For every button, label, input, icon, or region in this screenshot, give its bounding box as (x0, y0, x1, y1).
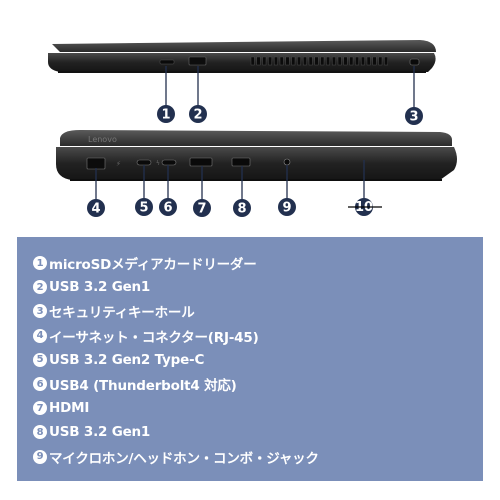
usb-c-port-2 (161, 159, 177, 166)
vent-slot (337, 56, 342, 66)
legend-number-badge: 9 (33, 449, 47, 464)
svg-text:1: 1 (161, 108, 170, 123)
vent-slot (366, 56, 371, 66)
vent-slot (349, 56, 354, 66)
svg-text:3: 3 (409, 110, 418, 125)
laptop-figure: 1 2 3 Lenovo ⚡ ϟ 4 5 6 (48, 40, 457, 217)
svg-text:6: 6 (163, 201, 172, 216)
usb-c-port-1 (136, 159, 152, 166)
vent-slots (250, 56, 388, 66)
vent-slot (297, 56, 301, 66)
legend-text: USB 3.2 Gen1 (49, 279, 151, 296)
legend-number-badge: 8 (33, 425, 47, 440)
legend-text: USB 3.2 Gen1 (49, 424, 151, 441)
legend-text: HDMI (49, 400, 90, 417)
vent-slot (320, 56, 325, 66)
vent-slot (285, 56, 290, 66)
vent-slot (274, 56, 278, 66)
marker-8: 8 (233, 199, 251, 217)
legend-text: USB4 (Thunderbolt4 対応) (49, 378, 237, 395)
vent-slot (291, 56, 296, 66)
svg-text:4: 4 (91, 202, 100, 217)
marker-10: 10 (348, 198, 382, 216)
vent-slot (268, 56, 272, 66)
svg-text:2: 2 (193, 108, 202, 123)
legend-number-badge: 3 (33, 304, 47, 319)
ethernet-port (86, 157, 106, 170)
vent-slot (355, 56, 359, 66)
vent-slot (384, 56, 388, 66)
svg-text:ϟ: ϟ (156, 160, 160, 167)
marker-5: 5 (135, 198, 153, 216)
vent-slot (250, 56, 255, 66)
vent-slot (308, 56, 313, 66)
marker-2: 2 (189, 105, 207, 123)
hdmi-port (189, 157, 213, 167)
marker-7: 7 (193, 199, 211, 217)
svg-text:7: 7 (197, 202, 206, 217)
legend-text: USB 3.2 Gen2 Type-C (49, 351, 205, 368)
vent-slot (314, 56, 319, 66)
svg-text:⚡: ⚡ (116, 160, 121, 168)
marker-1: 1 (157, 105, 175, 123)
legend-number-badge: 4 (33, 328, 47, 343)
security-keyhole (409, 58, 420, 66)
legend-number-badge: 7 (33, 401, 47, 416)
microsd-slot (159, 59, 175, 65)
usb-a-port-left (231, 157, 251, 167)
legend-number-badge: 5 (33, 352, 47, 367)
vent-slot (378, 56, 383, 66)
svg-text:5: 5 (139, 201, 148, 216)
vent-slot (361, 56, 365, 66)
audio-jack (283, 158, 291, 166)
vent-slot (332, 56, 336, 66)
marker-9: 9 (278, 198, 296, 216)
vent-slot (303, 56, 307, 66)
svg-text:9: 9 (282, 201, 291, 216)
legend-text: イーサネット・コネクター(RJ-45) (49, 329, 259, 346)
legend-number-badge: 1 (33, 256, 47, 271)
legend-number-badge: 6 (33, 377, 47, 392)
vent-slot (343, 56, 348, 66)
vent-slot (256, 56, 261, 66)
marker-4: 4 (87, 199, 105, 217)
laptop-right-side-view (48, 40, 436, 73)
brand-logo: Lenovo (88, 135, 117, 144)
legend-number-badge: 2 (33, 280, 47, 295)
vent-slot (279, 56, 284, 66)
legend-text: セキュリティキーホール (49, 305, 195, 322)
marker-6: 6 (159, 198, 177, 216)
svg-text:8: 8 (237, 202, 246, 217)
vent-slot (326, 56, 330, 66)
laptop-left-side-view: Lenovo ⚡ ϟ (56, 130, 457, 181)
marker-3: 3 (405, 107, 423, 125)
vent-slot (372, 56, 377, 66)
usb-a-port-right (188, 56, 207, 66)
vent-slot (262, 56, 267, 66)
legend-text: microSDメディアカードリーダー (49, 257, 257, 274)
legend-text: マイクロホン/ヘッドホン・コンボ・ジャック (49, 450, 319, 467)
